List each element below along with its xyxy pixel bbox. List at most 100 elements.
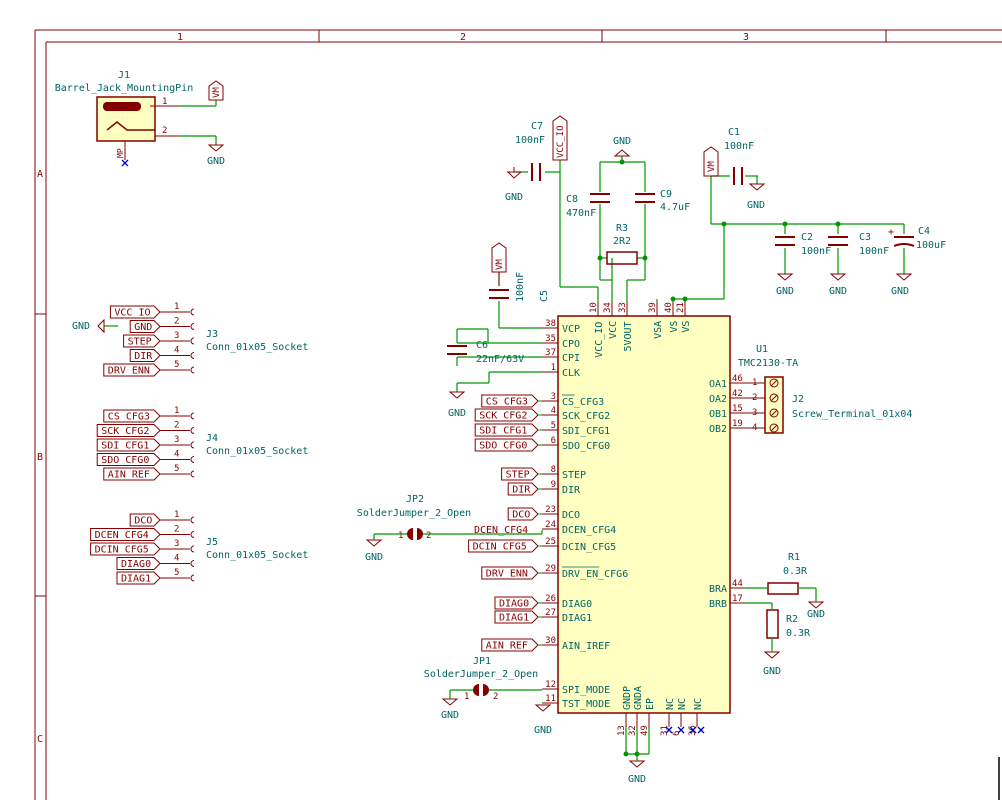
u1-ref: U1 bbox=[756, 344, 768, 355]
svg-text:GND: GND bbox=[448, 408, 466, 419]
col-label-1: 1 bbox=[177, 32, 183, 43]
j4-label-sdo_cfg0: SDO_CFG0 bbox=[96, 453, 161, 466]
j3-pin-1: 1 bbox=[174, 302, 179, 312]
j4-connector[interactable]: CS_CFG31SCK_CFG22SDI_CFG13SDO_CFG04AIN_R… bbox=[96, 406, 308, 481]
j5-pin-5: 5 bbox=[174, 568, 179, 578]
u1-pin-num: 31 bbox=[660, 725, 670, 736]
j3-pin-2: 2 bbox=[174, 317, 179, 327]
u1-pin-num: 33 bbox=[618, 302, 628, 313]
svg-text:GND: GND bbox=[365, 552, 383, 563]
svg-text:SDO_CFG0: SDO_CFG0 bbox=[479, 441, 527, 452]
u1-pin-name: GNDA bbox=[633, 686, 644, 710]
j4-pin-2: 2 bbox=[174, 421, 179, 431]
svg-text:VM: VM bbox=[212, 87, 222, 98]
u1-side-label-dco: DCO bbox=[507, 507, 539, 521]
svg-text:2: 2 bbox=[752, 393, 757, 403]
u1-pin-name: DIAG0 bbox=[562, 599, 592, 610]
r2-ref: R2 bbox=[786, 614, 798, 625]
u1-pin-name: DIR bbox=[562, 485, 581, 496]
c4-ref: C4 bbox=[918, 226, 930, 237]
u1-pin-name: CPI bbox=[562, 353, 580, 364]
u1-pin-name: 5VOUT bbox=[623, 321, 634, 351]
u1-pin-num: 37 bbox=[545, 348, 556, 358]
vccio-net-label: VCC_IO bbox=[552, 115, 568, 161]
svg-text:GND: GND bbox=[534, 725, 552, 736]
u1-pin-num: 40 bbox=[664, 302, 674, 313]
jp1-ref: JP1 bbox=[473, 656, 491, 667]
u1-pin-num: 11 bbox=[545, 694, 556, 704]
svg-text:2: 2 bbox=[426, 531, 431, 541]
u1-pin-num: 10 bbox=[589, 302, 599, 313]
u1-pin-name: VS bbox=[669, 321, 680, 333]
u1-pin-num: 13 bbox=[617, 725, 627, 736]
u1-pin-num: 5 bbox=[551, 421, 556, 431]
u1-pin-num: 38 bbox=[545, 319, 556, 329]
u1-pin-name: OB1 bbox=[709, 409, 727, 420]
j1-wires bbox=[180, 100, 217, 145]
jp2-solder-jumper[interactable]: JP2 SolderJumper_2_Open 1 2 bbox=[357, 494, 471, 541]
j3-label-step: STEP bbox=[123, 334, 161, 348]
u1-pin-name: DCEN_CFG4 bbox=[562, 525, 616, 536]
u1-pin-name: DCIN_CFG5 bbox=[562, 542, 616, 553]
j5-label-dco: DCO bbox=[129, 513, 161, 527]
u1-pin-num: 19 bbox=[732, 419, 743, 429]
svg-text:1: 1 bbox=[398, 531, 403, 541]
u1-side-label-sck_cfg2: SCK_CFG2 bbox=[474, 408, 539, 422]
svg-text:SDI_CFG1: SDI_CFG1 bbox=[101, 441, 149, 452]
u1-pin-name: DRV_EN_CFG6 bbox=[562, 569, 628, 580]
c6-value: 22nF/63V bbox=[476, 354, 524, 365]
u1-pin-num: 27 bbox=[545, 608, 556, 618]
j3-pin-3: 3 bbox=[174, 331, 179, 341]
svg-text:2: 2 bbox=[493, 692, 498, 702]
u1-pin-name: SPI_MODE bbox=[562, 685, 610, 696]
j2-value: Screw_Terminal_01x04 bbox=[792, 409, 912, 420]
jp1-solder-jumper[interactable]: JP1 SolderJumper_2_Open 1 2 bbox=[424, 656, 538, 702]
svg-text:DIR: DIR bbox=[134, 351, 153, 362]
svg-text:SDO_CFG0: SDO_CFG0 bbox=[101, 455, 149, 466]
r1-ref: R1 bbox=[788, 552, 800, 563]
u1-pin-num: 1 bbox=[551, 363, 556, 373]
row-label-c: C bbox=[37, 734, 43, 745]
c3-ref: C3 bbox=[859, 232, 871, 243]
svg-text:VCC_IO: VCC_IO bbox=[556, 125, 566, 158]
noconnect-bottom bbox=[665, 726, 705, 734]
u1-side-label-ain_ref: AIN_REF bbox=[481, 638, 539, 652]
j4-pin-5: 5 bbox=[174, 464, 179, 474]
r3-ref: R3 bbox=[616, 223, 628, 234]
j2-screw-terminal[interactable]: 1 2 3 4 J2 Screw_Terminal_01x04 bbox=[752, 376, 912, 434]
j4-pin-1: 1 bbox=[174, 406, 179, 416]
u1-pin-num: 46 bbox=[732, 374, 743, 384]
j1-barrel-jack[interactable]: J1 Barrel_Jack_MountingPin 1 2 MP bbox=[55, 70, 210, 167]
j4-pin-4: 4 bbox=[174, 450, 179, 460]
c7-ref: C7 bbox=[531, 121, 543, 132]
u1-pin-name: DCO bbox=[562, 510, 580, 521]
row-label-a: A bbox=[37, 169, 43, 180]
svg-text:GND: GND bbox=[628, 774, 646, 785]
svg-text:GND: GND bbox=[613, 136, 631, 147]
u1-pin-name: DIAG1 bbox=[562, 613, 592, 624]
capacitor-symbols bbox=[447, 163, 915, 355]
jp2-value: SolderJumper_2_Open bbox=[357, 508, 471, 519]
sheet-frame bbox=[34, 29, 1002, 800]
j4-label-sdi_cfg1: SDI_CFG1 bbox=[96, 438, 161, 452]
j5-pin-2: 2 bbox=[174, 525, 179, 535]
u1-side-label-sdi_cfg1: SDI_CFG1 bbox=[474, 423, 539, 437]
u1-pin-name: GNDP bbox=[622, 686, 633, 710]
vm-net-label-c5: VM bbox=[491, 242, 507, 273]
u1-pin-num: 42 bbox=[732, 389, 743, 399]
c7-value: 100nF bbox=[515, 135, 545, 146]
u1-pin-name: EP bbox=[645, 698, 656, 710]
j3-value: Conn_01x05_Socket bbox=[206, 342, 308, 353]
j4-label-sck_cfg2: SCK_CFG2 bbox=[96, 424, 161, 437]
u1-pin-name: OA1 bbox=[709, 379, 727, 390]
u1-pin-name: BRA bbox=[709, 584, 727, 595]
u1-pin-name: BRB bbox=[709, 599, 727, 610]
svg-text:DIR: DIR bbox=[512, 485, 531, 496]
noconnect-icon bbox=[121, 159, 129, 167]
c5-value: 100nF bbox=[515, 272, 526, 302]
u1-value: TMC2130-TA bbox=[738, 358, 798, 369]
